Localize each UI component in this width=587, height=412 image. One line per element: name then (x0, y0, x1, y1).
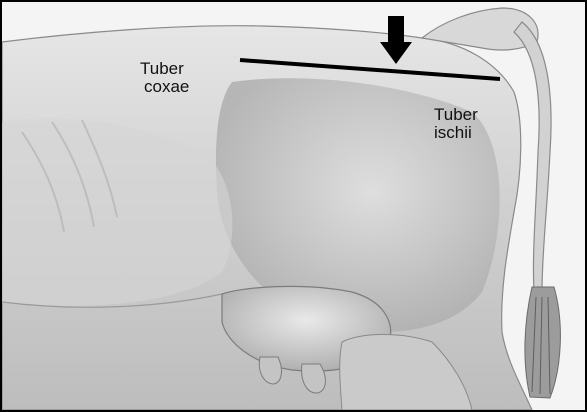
label-tuber-ischii-line2: ischii (434, 124, 478, 142)
label-tuber-ischii: Tuber ischii (434, 106, 478, 142)
label-tuber-ischii-line1: Tuber (434, 106, 478, 124)
label-tuber-coxae-line2: coxae (140, 78, 189, 96)
label-tuber-coxae: Tuber coxae (140, 60, 189, 96)
label-tuber-coxae-line1: Tuber (140, 60, 189, 78)
tail-switch (525, 287, 560, 398)
